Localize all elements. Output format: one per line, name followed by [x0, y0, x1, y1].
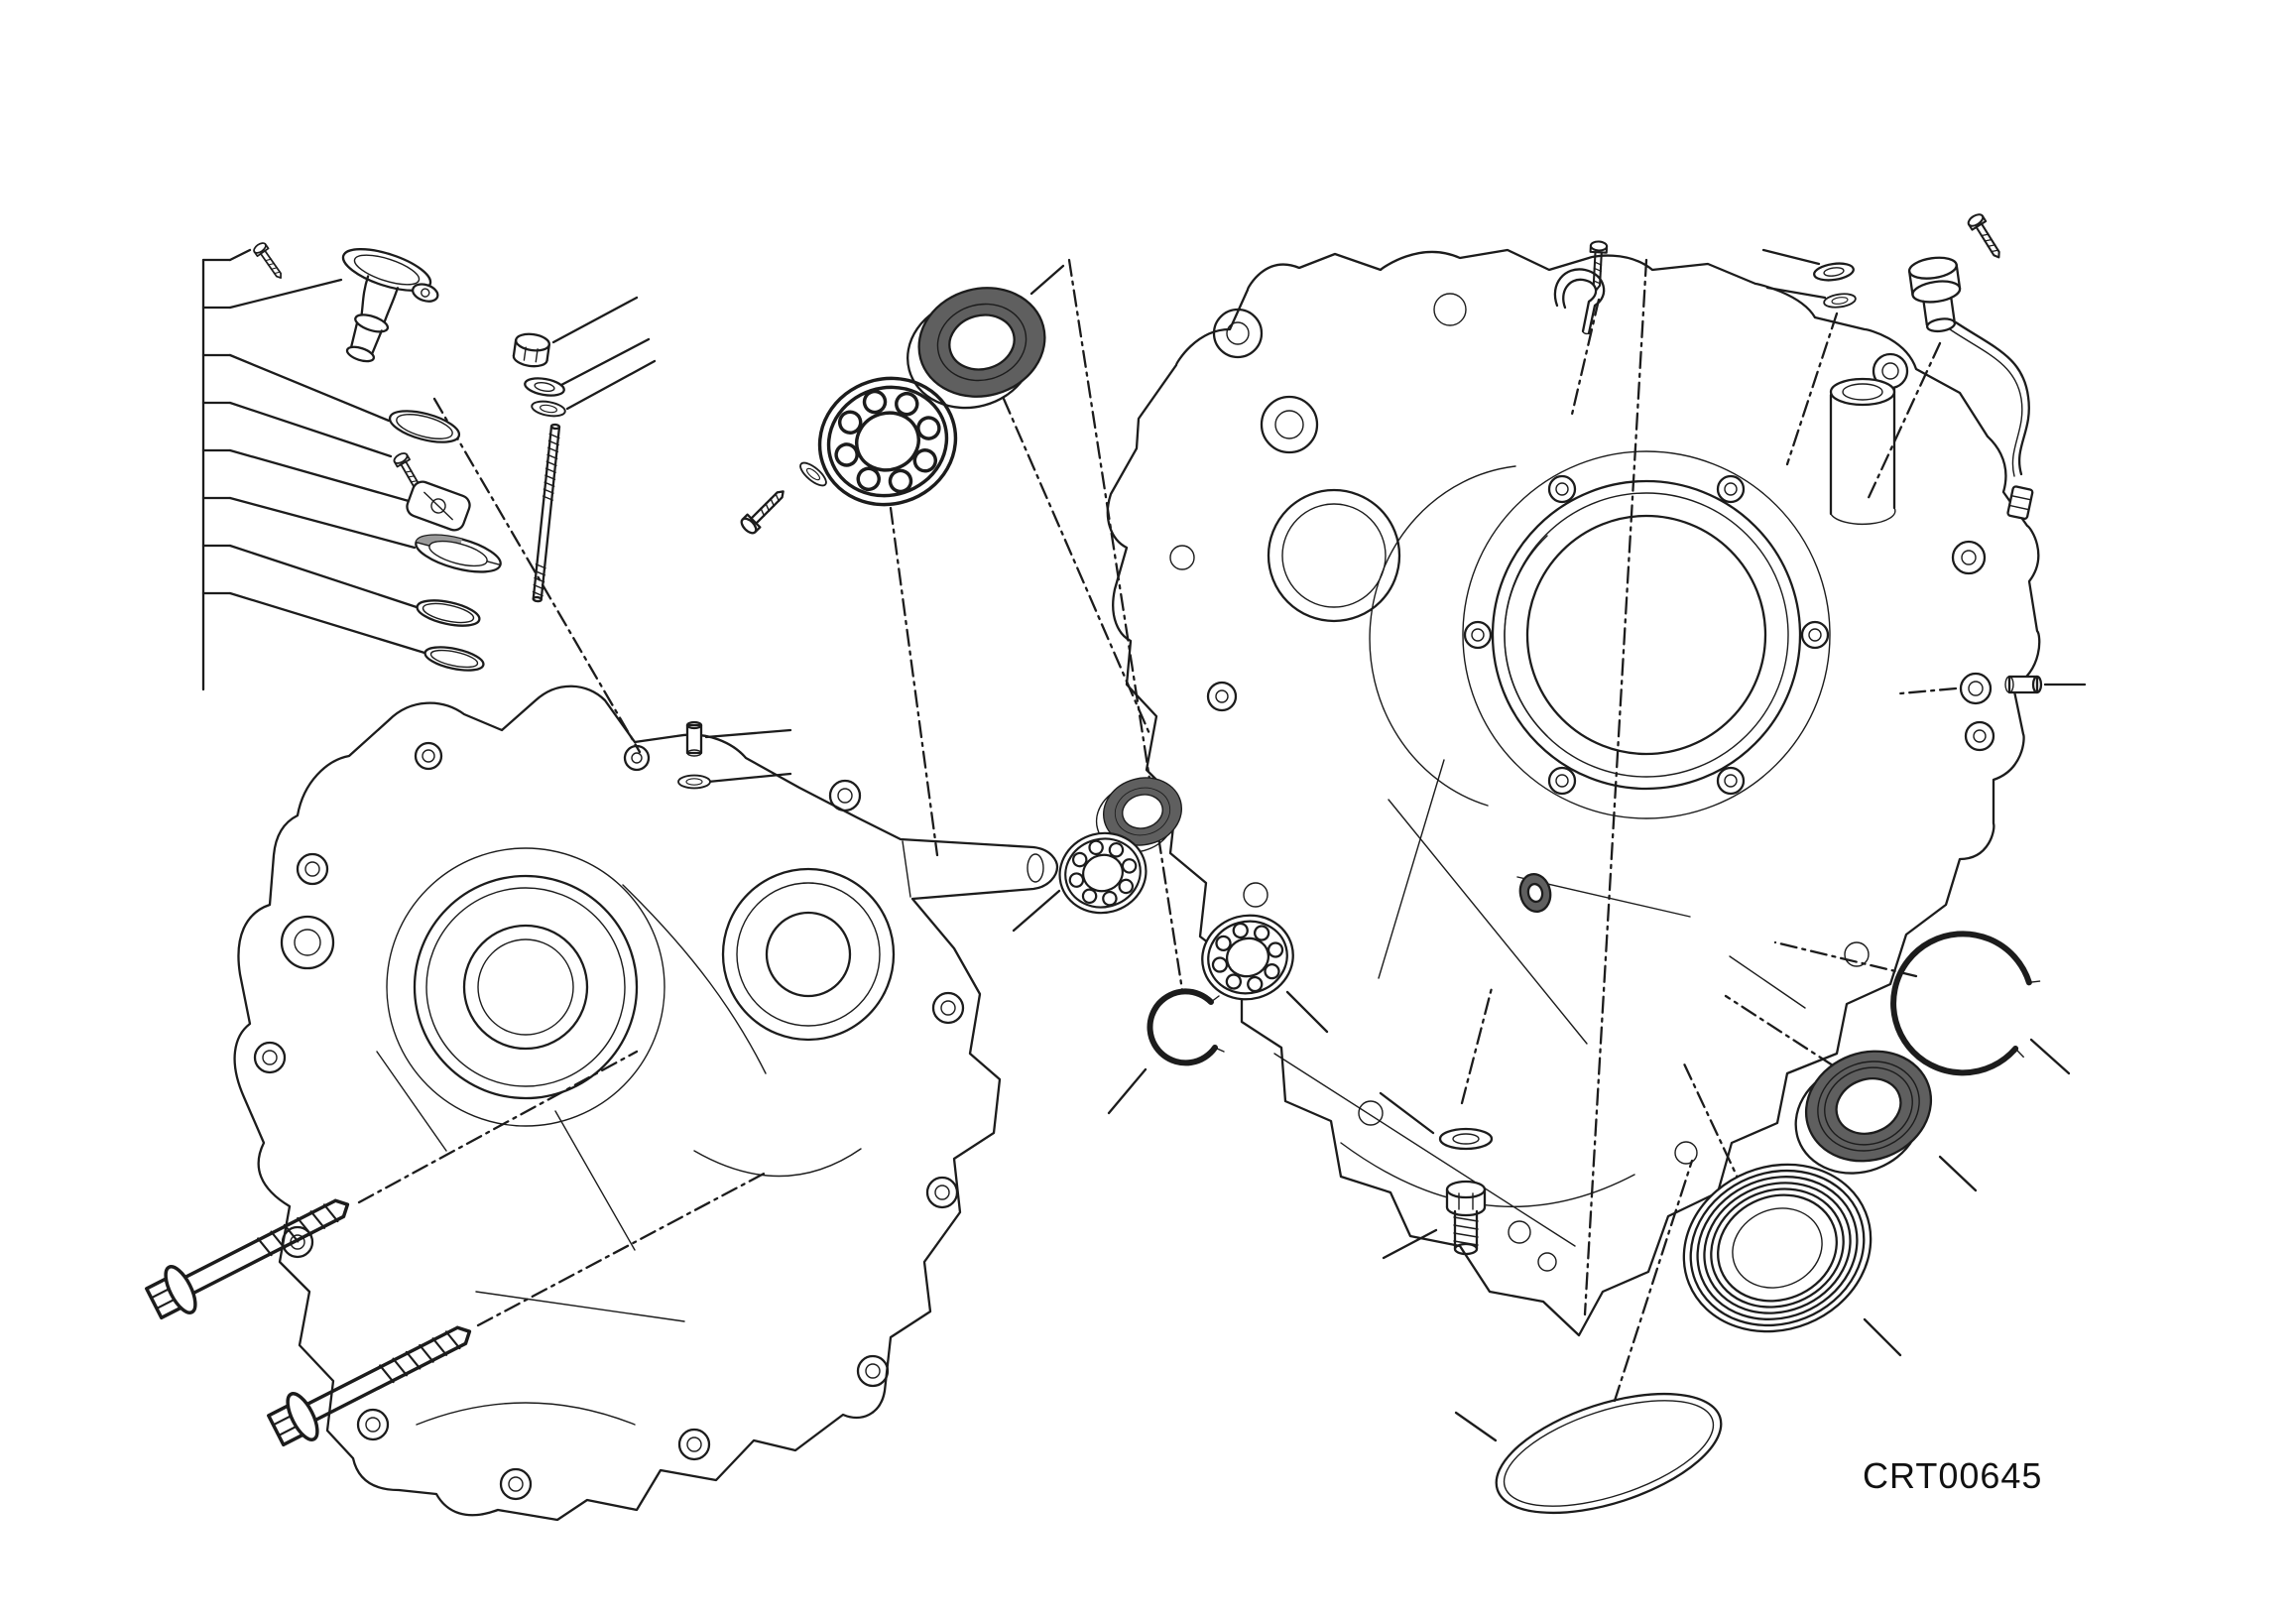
washer-icon [522, 374, 567, 400]
right-dowel-group [1959, 672, 2043, 705]
dowel-pin [2004, 675, 2043, 694]
sealed-bearing-icon [1776, 1033, 1951, 1192]
o-ring [388, 410, 461, 443]
seal-ring [415, 534, 502, 573]
washer-icon [677, 774, 711, 790]
plug-bolt [1445, 1180, 1487, 1256]
right-seal-group [1495, 931, 2041, 1515]
sealing-washer [1438, 1127, 1494, 1151]
circlip [1890, 931, 2041, 1076]
washer-face [1959, 672, 1993, 705]
o-ring [416, 599, 481, 627]
right-crankcase-details [1169, 293, 1995, 1272]
nut [512, 332, 550, 368]
breather-valve-assembly [251, 240, 502, 672]
valve-plate [406, 480, 471, 532]
main-bearing-and-seal [737, 273, 1061, 538]
sensor-cable [1949, 320, 2034, 521]
dowel-and-washer [677, 720, 711, 790]
threaded-stud [532, 423, 561, 603]
right-crankcase-half [1106, 248, 2041, 1337]
cable-connector [2006, 485, 2034, 521]
screw-icon [737, 483, 791, 538]
drain-plug-assembly [1438, 1127, 1494, 1256]
left-crankcase-details [253, 741, 1044, 1501]
case-oil-seal [1518, 873, 1552, 913]
o-ring [423, 646, 485, 672]
screw-icon [1965, 210, 2007, 263]
screw-icon [251, 240, 288, 283]
snap-ring [1147, 988, 1225, 1066]
stud-assembly [512, 332, 567, 603]
cable-clamp [1553, 268, 1606, 335]
large-o-ring [1495, 1392, 1723, 1515]
centre-bearing-group [1049, 768, 1304, 1066]
left-crankcase-half [233, 685, 1059, 1522]
centre-lines [357, 258, 1958, 1403]
drawing-code-label: CRT00645 [1863, 1455, 2042, 1496]
washer-icon [530, 398, 567, 420]
breather-union [341, 248, 439, 363]
leader-lines [201, 248, 2087, 1442]
washer-icon [1822, 291, 1858, 311]
speed-sensor [1907, 256, 1962, 333]
dowel-pin [685, 720, 703, 757]
top-right-group [1553, 210, 2034, 521]
